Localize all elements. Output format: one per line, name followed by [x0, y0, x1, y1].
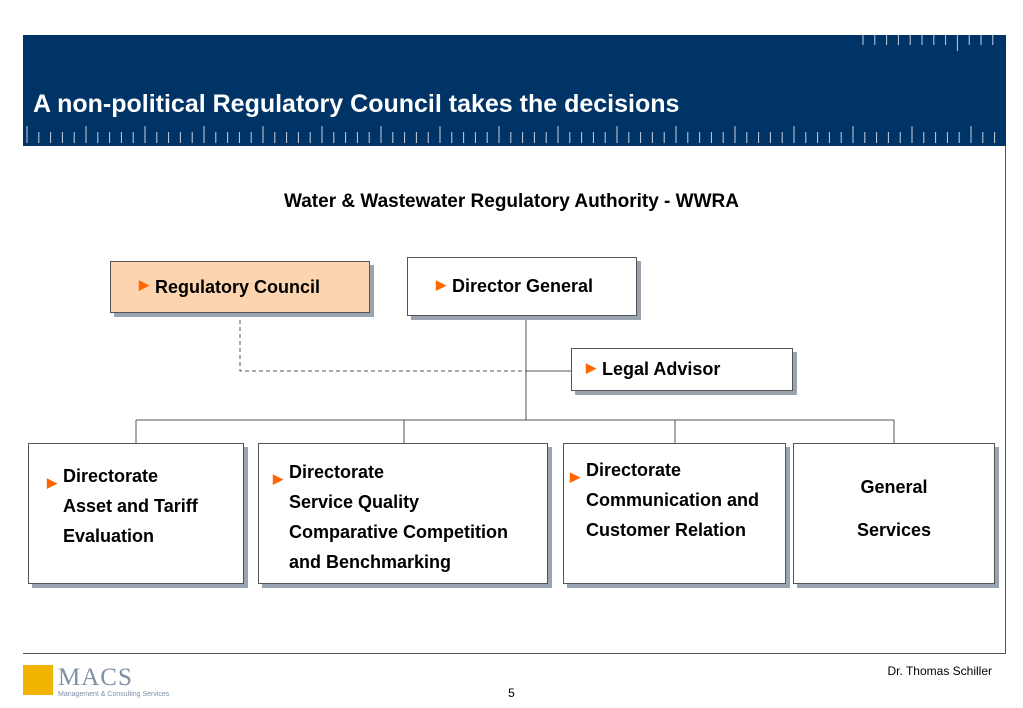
service-line-4: and Benchmarking: [289, 552, 452, 572]
logo-text: MACS Management & Consulting Services: [58, 665, 169, 698]
asset-line-1: Directorate: [63, 466, 159, 486]
asset-line-2: Asset and Tariff: [63, 496, 198, 516]
service-line-3: Comparative Competition: [289, 522, 509, 542]
company-logo: MACS Management & Consulting Services: [23, 665, 169, 698]
general-line-1: General: [860, 476, 928, 497]
logo-tagline: Management & Consulting Services: [58, 691, 170, 698]
box-directorate-communication: ▶ Directorate Communication and Customer…: [563, 443, 786, 584]
label-regulatory-council: Regulatory Council: [155, 276, 321, 297]
page-number: 5: [508, 686, 515, 700]
page-title: A non-political Regulatory Council takes…: [33, 90, 680, 118]
header-tick-ruler: [26, 35, 996, 143]
service-line-1: Directorate: [289, 462, 385, 482]
bullet-arrow-icon: ▶: [139, 277, 149, 292]
logo-name: MACS: [58, 664, 133, 691]
box-director-general: ▶ Director General: [407, 257, 637, 316]
right-border-line: [1005, 146, 1006, 654]
service-line-2: Service Quality: [289, 492, 420, 512]
box-regulatory-council: ▶ Regulatory Council: [110, 261, 370, 313]
communication-line-1: Directorate: [586, 460, 682, 480]
general-line-2: Services: [856, 519, 932, 540]
logo-square-icon: [23, 665, 53, 695]
bullet-arrow-icon: ▶: [436, 276, 446, 292]
communication-line-3: Customer Relation: [586, 520, 747, 540]
bullet-arrow-icon: ▶: [47, 475, 57, 490]
bullet-arrow-icon: ▶: [273, 471, 283, 486]
box-directorate-asset: ▶ Directorate Asset and Tariff Evaluatio…: [28, 443, 244, 584]
label-director-general: Director General: [452, 276, 594, 296]
connector-council-dashed: [239, 313, 526, 372]
box-directorate-service: ▶ Directorate Service Quality Comparativ…: [258, 443, 548, 584]
bullet-arrow-icon: ▶: [570, 469, 580, 484]
communication-line-2: Communication and: [586, 490, 760, 510]
header-banner: A non-political Regulatory Council takes…: [23, 35, 1006, 146]
label-legal-advisor: Legal Advisor: [602, 359, 721, 379]
bottom-border-line: [23, 653, 1006, 654]
diagram-subtitle: Water & Wastewater Regulatory Authority …: [284, 191, 739, 212]
bullet-arrow-icon: ▶: [586, 359, 596, 375]
footer-author: Dr. Thomas Schiller: [887, 664, 992, 678]
box-legal-advisor: ▶ Legal Advisor: [571, 348, 793, 391]
box-general-services: General Services: [793, 443, 995, 584]
asset-line-3: Evaluation: [63, 526, 155, 546]
